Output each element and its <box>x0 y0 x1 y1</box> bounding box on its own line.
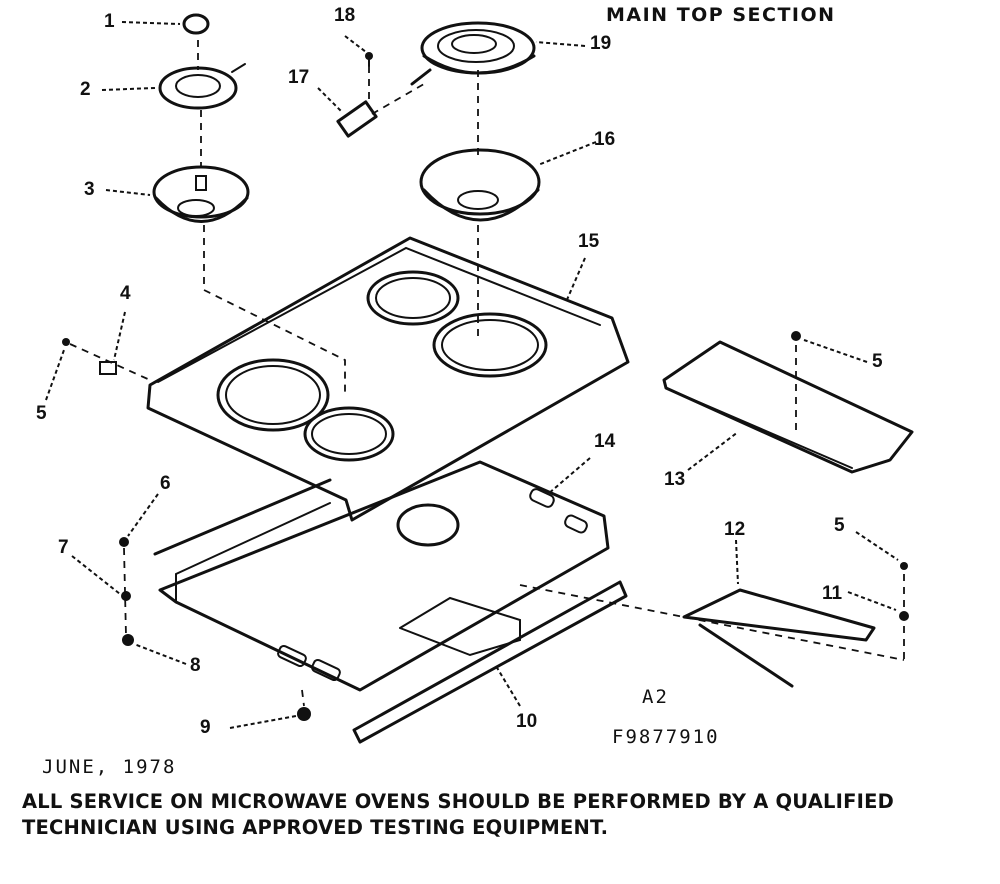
callout-10: 10 <box>516 711 538 732</box>
callout-2: 2 <box>80 79 91 100</box>
callout-15: 15 <box>578 231 600 252</box>
part-13-panel <box>662 340 914 474</box>
callout-arrows <box>45 21 899 729</box>
part-14-burner-box <box>153 460 610 692</box>
part-number: F9877910 <box>612 726 720 748</box>
service-notice-line-2: TECHNICIAN USING APPROVED TESTING EQUIPM… <box>22 816 609 839</box>
callout-5-left: 5 <box>36 403 47 424</box>
callout-6: 6 <box>160 473 171 494</box>
part-1-cap <box>182 13 210 35</box>
callout-16: 16 <box>594 129 616 150</box>
callout-19: 19 <box>590 33 612 54</box>
callout-5-panel: 5 <box>872 351 883 372</box>
callout-12: 12 <box>724 519 746 540</box>
part-15-cooktop <box>146 236 630 522</box>
part-10-bar <box>352 580 628 744</box>
callout-5-right: 5 <box>834 515 845 536</box>
diagram-title: MAIN TOP SECTION <box>606 4 836 26</box>
callout-13: 13 <box>664 469 686 490</box>
part-16-drip-bowl <box>419 148 541 222</box>
part-2-ring <box>158 63 246 110</box>
callout-4: 4 <box>120 283 131 304</box>
callout-8: 8 <box>190 655 201 676</box>
part-3-drip-bowl <box>152 165 250 223</box>
callout-17: 17 <box>288 67 310 88</box>
callout-1: 1 <box>104 11 115 32</box>
part-17-terminal-block <box>336 100 378 138</box>
diagram-date: JUNE, 1978 <box>42 756 177 778</box>
callout-3: 3 <box>84 179 95 200</box>
fasteners <box>62 331 909 721</box>
part-18-screw <box>365 52 373 67</box>
part-19-heating-element <box>410 21 536 86</box>
callout-18: 18 <box>334 5 356 26</box>
part-12-wire-frame <box>682 588 876 688</box>
callout-11: 11 <box>822 583 843 604</box>
figure-code: A2 <box>642 686 669 708</box>
callout-9: 9 <box>200 717 211 738</box>
callout-14: 14 <box>594 431 616 452</box>
callout-7: 7 <box>58 537 69 558</box>
service-notice-line-1: ALL SERVICE ON MICROWAVE OVENS SHOULD BE… <box>22 790 894 813</box>
alignment-lines <box>69 40 905 707</box>
